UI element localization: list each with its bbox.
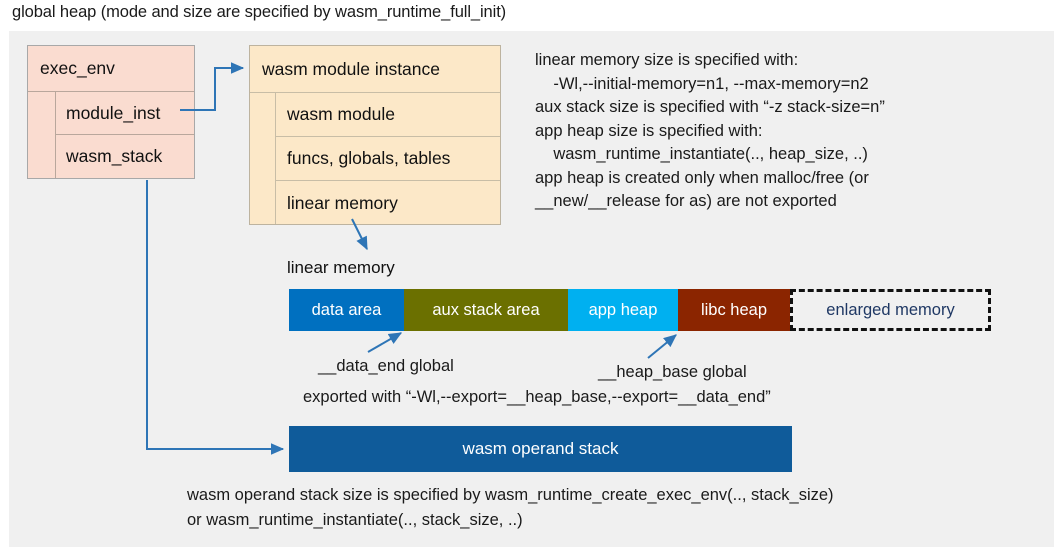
operand-stack-notes: wasm operand stack size is specified by … [187, 486, 834, 529]
module-instance-row-linear-memory: linear memory [276, 181, 500, 225]
linear-memory-bar: data area aux stack area app heap libc heap… [289, 289, 991, 331]
memory-segment-aux-stack-area: aux stack area [404, 289, 568, 331]
memory-segment-libc-heap: libc heap [678, 289, 790, 331]
exec-env-header: exec_env [28, 46, 194, 92]
exec-env-indent-gutter [28, 92, 56, 178]
callout-data-end-global: __data_end global [318, 357, 454, 375]
module-inst-label: module_inst [66, 102, 161, 123]
exec-env-field-wasm-stack: wasm_stack [56, 135, 194, 178]
memory-segment-label: libc heap [700, 300, 768, 319]
module-instance-row-wasm-module: wasm module [276, 93, 500, 137]
wasm-module-instance-title: wasm module instance [262, 58, 440, 79]
wasm-module-instance-box: wasm module instance wasm module funcs, … [249, 45, 501, 225]
memory-segment-label: aux stack area [432, 300, 540, 319]
exec-env-box: exec_env module_inst wasm_stack [27, 45, 195, 179]
page-title: global heap (mode and size are specified… [12, 3, 507, 21]
module-instance-row-funcs-globals-tables: funcs, globals, tables [276, 137, 500, 181]
exec-env-title: exec_env [40, 58, 115, 78]
funcs-globals-tables-label: funcs, globals, tables [287, 148, 451, 168]
callout-exported-with: exported with “-Wl,--export=__heap_base,… [303, 388, 771, 406]
linear-memory-caption: linear memory [287, 258, 395, 277]
wasm-operand-stack-box: wasm operand stack [289, 426, 792, 472]
memory-segment-label: enlarged memory [826, 300, 955, 319]
linear-memory-notes: linear memory size is specified with: -W… [535, 51, 885, 210]
wasm-operand-stack-label: wasm operand stack [462, 439, 619, 458]
callout-heap-base-global: __heap_base global [598, 363, 747, 381]
wasm-module-label: wasm module [287, 104, 395, 124]
memory-segment-enlarged-memory: enlarged memory [790, 289, 991, 331]
memory-segment-label: data area [311, 300, 382, 319]
wasm-module-instance-indent-gutter [250, 93, 276, 224]
memory-segment-label: app heap [588, 300, 658, 319]
exec-env-field-module-inst: module_inst [56, 92, 194, 135]
linear-memory-row-label: linear memory [287, 192, 398, 213]
wasm-module-instance-header: wasm module instance [250, 46, 500, 93]
memory-segment-app-heap: app heap [568, 289, 678, 331]
memory-segment-data-area: data area [289, 289, 404, 331]
wasm-stack-label: wasm_stack [66, 146, 163, 166]
